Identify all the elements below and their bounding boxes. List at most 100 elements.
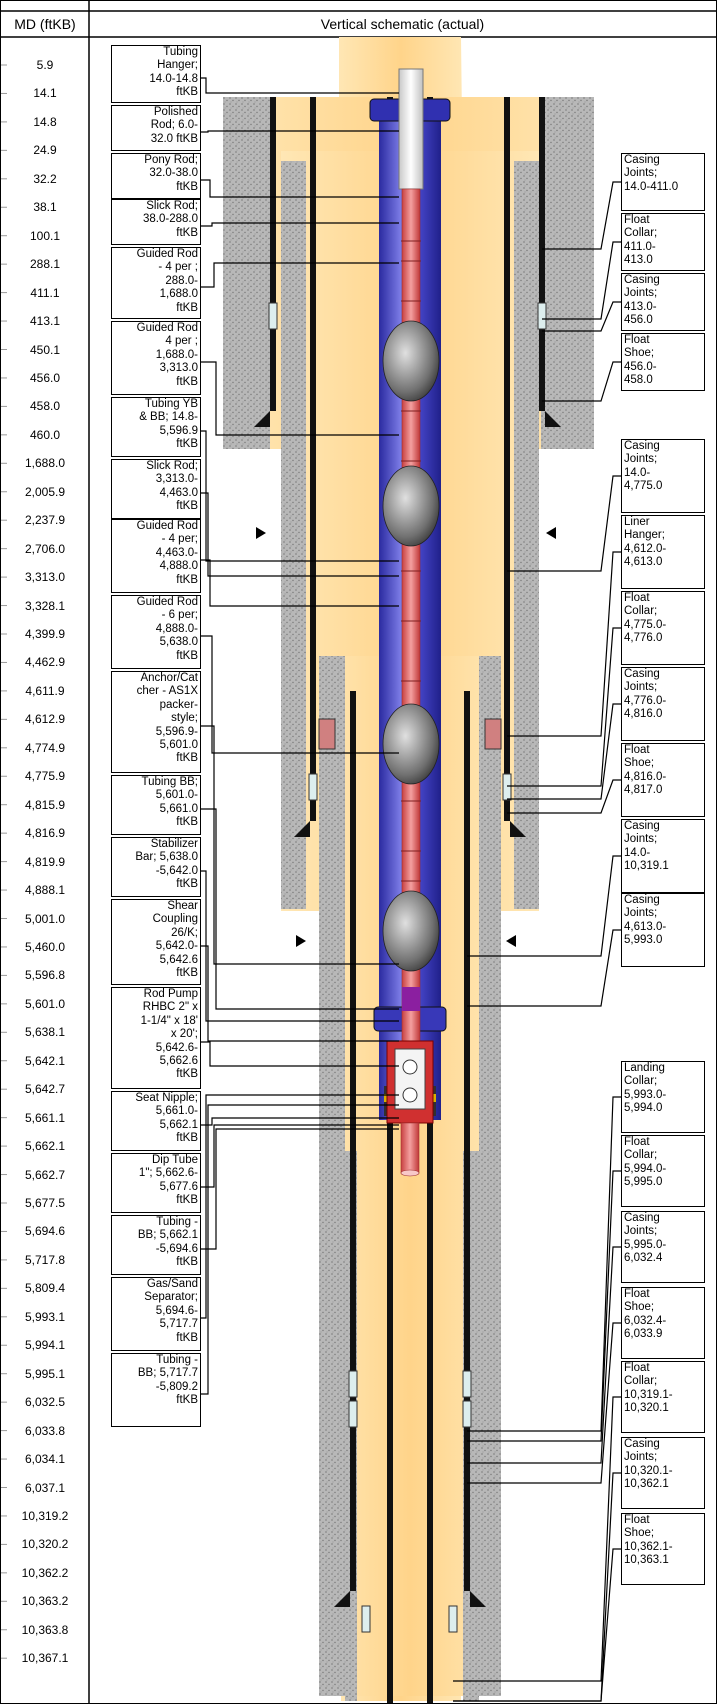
right-leader-line: [467, 929, 621, 1007]
label-text: Float Collar; 4,775.0- 4,776.0: [624, 592, 667, 645]
md-depth-value: 5,601.0: [24, 996, 66, 1011]
md-depth-value: 5,995.1: [24, 1366, 66, 1381]
md-depth-value: 10,363.2: [21, 1594, 69, 1609]
md-depth-value: 10,320.2: [21, 1537, 69, 1552]
left-label-12: Tubing BB; 5,601.0- 5,661.0 ftKB: [111, 775, 201, 835]
md-depth-value: 6,032.5: [24, 1395, 66, 1410]
surface-casing-shoe-left: [254, 411, 270, 427]
md-depth-value: 5,994.1: [24, 1338, 66, 1353]
left-label-3: Pony Rod; 32.0-38.0 ftKB: [111, 153, 201, 199]
right-leader-line: [542, 361, 621, 402]
pump-valve-ball: [402, 1059, 418, 1075]
md-depth-value: 5,993.1: [24, 1309, 66, 1324]
right-label-6: Liner Hanger; 4,612.0- 4,613.0: [621, 515, 705, 589]
surface-cement-left: [223, 97, 270, 449]
left-label-20: Tubing - BB; 5,717.7 -5,809.2 ftKB: [111, 1353, 201, 1427]
left-leader-line: [201, 945, 399, 1042]
production-liner-shoe-right: [470, 1591, 486, 1607]
intermediate-casing-right: [504, 97, 510, 821]
md-depth-value: 4,819.9: [24, 854, 66, 869]
left-leader-line: [201, 559, 399, 607]
intermediate-casing-shoe-right: [510, 821, 526, 837]
label-text: Liner Hanger; 4,612.0- 4,613.0: [624, 516, 667, 569]
left-label-19: Gas/Sand Separator; 5,694.6- 5,717.7 ftK…: [111, 1277, 201, 1351]
label-text: Tubing YB & BB; 14.8- 5,596.9 ftKB: [139, 398, 198, 451]
right-leader-line: [467, 1170, 621, 1442]
md-depth-value: 5,001.0: [24, 911, 66, 926]
marker-arrow: [256, 527, 266, 539]
md-depth-value: 5,677.5: [24, 1196, 66, 1210]
intermediate-cement-right: [514, 161, 539, 909]
marker-arrow: [506, 935, 516, 947]
md-depth-value: 4,774.9: [24, 740, 66, 755]
rod-guide: [382, 465, 440, 547]
right-leader-line: [467, 855, 621, 957]
md-depth-value: 6,033.8: [24, 1423, 66, 1438]
md-depth-value: 5,596.8: [24, 968, 66, 983]
left-label-18: Tubing - BB; 5,662.1 -5,694.6 ftKB: [111, 1215, 201, 1275]
right-leader-line: [467, 1246, 621, 1464]
left-label-13: Stabilizer Bar; 5,638.0 -5,642.0 ftKB: [111, 837, 201, 897]
float-collar-surface-left: [268, 302, 278, 330]
md-depth-value: 456.0: [29, 370, 61, 385]
md-depth-value: 4,888.1: [24, 883, 66, 898]
label-text: Casing Joints; 14.0- 4,775.0: [624, 440, 663, 493]
md-depth-value: 5,642.1: [24, 1053, 66, 1068]
left-leader-line: [201, 262, 399, 288]
right-leader-line: [507, 703, 621, 800]
md-depth-value: 10,367.1: [21, 1651, 69, 1666]
label-text: Casing Joints; 14.0-411.0: [624, 154, 679, 193]
float-collar-liner-right: [462, 1370, 472, 1398]
md-depth-value: 32.2: [33, 171, 57, 186]
md-depth-value: 4,399.9: [24, 627, 66, 641]
production-liner-right: [464, 691, 470, 1591]
right-label-3: Casing Joints; 413.0- 456.0: [621, 273, 705, 331]
md-depth-value: 3,328.1: [24, 598, 66, 613]
rod-guide: [382, 890, 440, 972]
md-depth-value: 24.9: [33, 143, 57, 158]
right-label-16: Float Collar; 10,319.1- 10,320.1: [621, 1361, 705, 1433]
md-depth-value: 10,363.8: [21, 1622, 69, 1637]
left-label-5: Guided Rod - 4 per ; 288.0- 1,688.0 ftKB: [111, 247, 201, 319]
left-leader-line: [201, 1041, 399, 1067]
md-depth-value: 2,706.0: [24, 541, 66, 556]
dip-tube-end: [400, 1169, 420, 1177]
stabilizer-bar: [402, 987, 420, 1011]
polished-rod: [398, 68, 424, 190]
label-text: Landing Collar; 5,993.0- 5,994.0: [624, 1062, 667, 1115]
md-depth-value: 2,005.9: [24, 484, 66, 499]
left-label-4: Slick Rod; 38.0-288.0 ftKB: [111, 199, 201, 245]
md-depth-value: 288.1: [29, 257, 61, 272]
right-leader-line: [542, 301, 621, 332]
md-depth-value: 5,642.7: [24, 1082, 66, 1097]
md-depth-value: 5,662.1: [24, 1139, 66, 1154]
label-text: Casing Joints; 14.0- 10,319.1: [624, 820, 669, 873]
right-leader-line: [507, 551, 621, 737]
md-depth-value: 3,313.0: [24, 570, 66, 585]
right-label-18: Float Shoe; 10,362.1- 10,363.1: [621, 1513, 705, 1585]
label-text: Guided Rod 4 per ; 1,688.0- 3,313.0 ftKB: [136, 322, 198, 388]
md-depth-value: 450.1: [29, 342, 61, 357]
label-text: Gas/Sand Separator; 5,694.6- 5,717.7 ftK…: [144, 1278, 198, 1344]
schematic-column-header: Vertical schematic (actual): [320, 16, 485, 32]
liner-hanger-right: [484, 718, 502, 750]
float-collar-intermediate-left: [308, 773, 318, 801]
md-depth-value: 10,319.2: [21, 1508, 69, 1523]
surface-casing-right: [539, 97, 545, 411]
right-leader-line: [453, 1396, 621, 1682]
md-depth-value: 4,815.9: [24, 797, 66, 812]
md-depth-value: 10,362.2: [21, 1565, 69, 1580]
landing-collar-liner-right: [462, 1400, 472, 1428]
left-label-14: Shear Coupling 26/K; 5,642.0- 5,642.6 ft…: [111, 899, 201, 985]
label-text: Polished Rod; 6.0- 32.0 ftKB: [150, 106, 198, 145]
md-depth-value: 460.0: [29, 427, 61, 442]
label-text: Tubing BB; 5,601.0- 5,661.0 ftKB: [141, 776, 198, 829]
md-depth-value: 100.1: [29, 228, 61, 243]
right-label-15: Float Shoe; 6,032.4- 6,033.9: [621, 1287, 705, 1359]
md-depth-value: 458.0: [29, 399, 61, 414]
float-collar-intermediate-right: [502, 773, 512, 801]
right-label-12: Landing Collar; 5,993.0- 5,994.0: [621, 1061, 705, 1133]
label-text: Casing Joints; 4,613.0- 5,993.0: [624, 894, 667, 947]
label-text: Pony Rod; 32.0-38.0 ftKB: [144, 154, 198, 193]
